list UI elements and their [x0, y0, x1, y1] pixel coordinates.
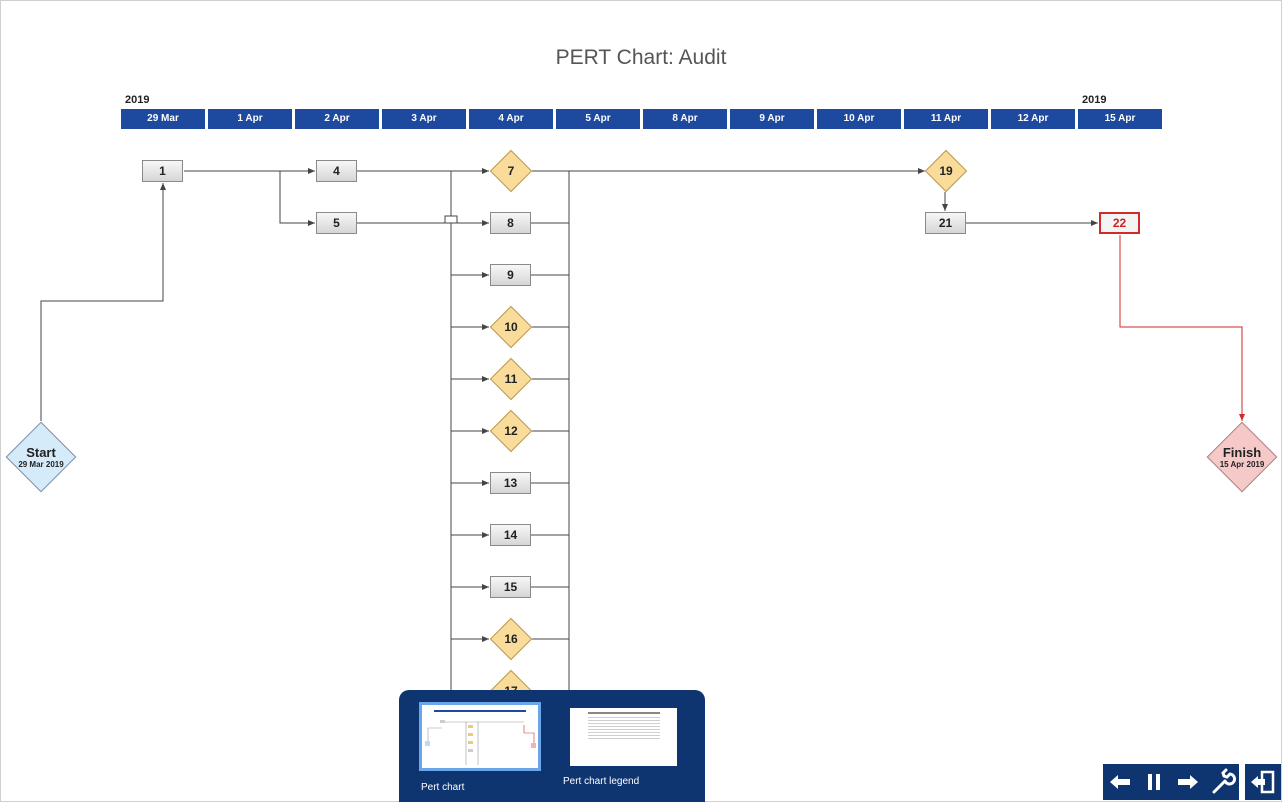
- year-label-right: 2019: [1082, 94, 1107, 106]
- wrench-icon[interactable]: [1205, 764, 1239, 800]
- thumbnail-label[interactable]: Pert chart legend: [563, 776, 640, 787]
- page-title: PERT Chart: Audit: [555, 46, 727, 69]
- date-cell: 8 Apr: [643, 109, 727, 129]
- date-cell: 15 Apr: [1078, 109, 1162, 129]
- milestone-node[interactable]: 16: [489, 617, 533, 661]
- page-thumbnail-pert-chart-legend[interactable]: [570, 708, 677, 766]
- start-milestone[interactable]: Start 29 Mar 2019: [5, 421, 77, 493]
- start-date: 29 Mar 2019: [18, 460, 64, 469]
- task-node[interactable]: 15: [490, 576, 531, 598]
- date-cell: 29 Mar: [121, 109, 205, 129]
- task-node[interactable]: 9: [490, 264, 531, 286]
- start-label: Start: [26, 445, 56, 460]
- date-cell: 2 Apr: [295, 109, 379, 129]
- milestone-label: 7: [507, 164, 515, 178]
- milestone-label: 10: [504, 320, 518, 334]
- finish-milestone[interactable]: Finish 15 Apr 2019: [1206, 421, 1278, 493]
- date-cell: 4 Apr: [469, 109, 553, 129]
- page-thumbnail-pert-chart[interactable]: [419, 702, 541, 771]
- date-cell: 11 Apr: [904, 109, 988, 129]
- task-node[interactable]: 14: [490, 524, 531, 546]
- milestone-label: 11: [504, 372, 518, 386]
- date-cell: 1 Apr: [208, 109, 292, 129]
- milestone-node[interactable]: 7: [489, 149, 533, 193]
- critical-connector: [1119, 235, 1245, 421]
- milestone-label: 12: [504, 424, 518, 438]
- page-thumbnails-panel: Pert chart Pert chart legend: [399, 690, 705, 802]
- connector: [40, 183, 166, 421]
- exit-icon[interactable]: [1245, 764, 1281, 800]
- date-cell: 9 Apr: [730, 109, 814, 129]
- task-node[interactable]: 13: [490, 472, 531, 494]
- thumbnail-label[interactable]: Pert chart: [421, 782, 465, 793]
- critical-task-node[interactable]: 22: [1099, 212, 1140, 234]
- finish-label: Finish: [1222, 445, 1262, 460]
- finish-date: 15 Apr 2019: [1219, 460, 1265, 469]
- task-node[interactable]: 21: [925, 212, 966, 234]
- arrow-left-icon[interactable]: [1103, 764, 1137, 800]
- milestone-node[interactable]: 11: [489, 357, 533, 401]
- presentation-toolbar: [1103, 764, 1239, 800]
- connector: [531, 222, 569, 640]
- thumbnail-preview-icon: [588, 712, 660, 739]
- milestone-label: 19: [939, 164, 953, 178]
- date-cell: 5 Apr: [556, 109, 640, 129]
- date-cell: 10 Apr: [817, 109, 901, 129]
- milestone-node[interactable]: 19: [924, 149, 968, 193]
- task-node[interactable]: 8: [490, 212, 531, 234]
- milestone-label: 16: [504, 632, 518, 646]
- connector: [279, 171, 315, 226]
- date-cell: 12 Apr: [991, 109, 1075, 129]
- milestone-node[interactable]: 10: [489, 305, 533, 349]
- task-node[interactable]: 5: [316, 212, 357, 234]
- thumbnail-preview-icon: [425, 710, 536, 765]
- connector-jump: [444, 215, 458, 224]
- task-node[interactable]: 1: [142, 160, 183, 182]
- arrow-right-icon[interactable]: [1171, 764, 1205, 800]
- year-label-left: 2019: [125, 94, 150, 106]
- pause-icon[interactable]: [1137, 764, 1171, 800]
- date-cell: 3 Apr: [382, 109, 466, 129]
- task-node[interactable]: 4: [316, 160, 357, 182]
- milestone-node[interactable]: 12: [489, 409, 533, 453]
